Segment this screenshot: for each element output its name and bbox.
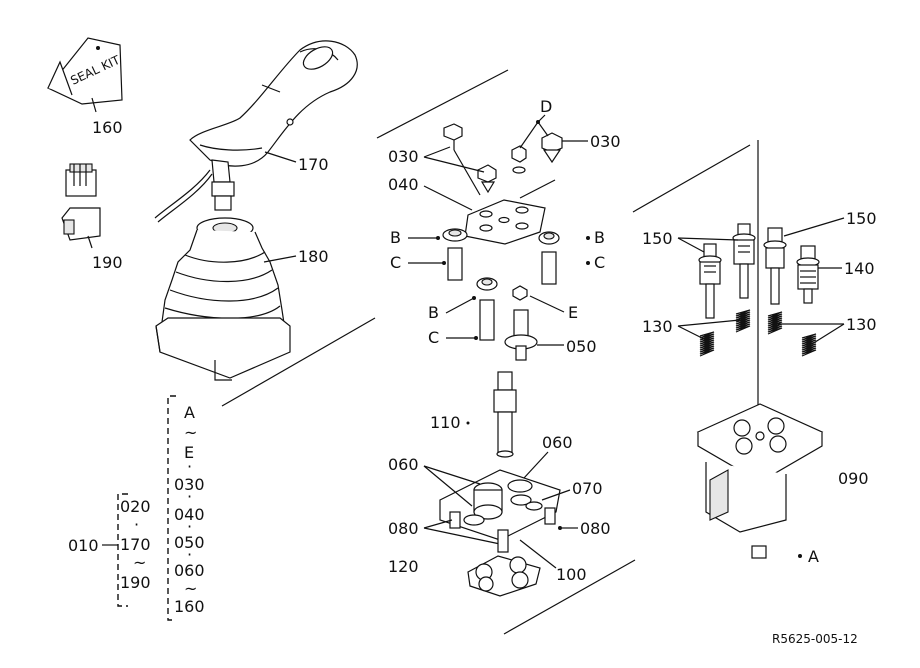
switch-part-190 [61, 163, 101, 241]
outer-item-5: 190 [120, 573, 151, 592]
push-rod-140 [796, 245, 820, 304]
label-050: 050 [566, 337, 597, 356]
nut-030-d [511, 145, 527, 174]
inner-item-7: 040 [174, 505, 205, 524]
label-110: 110 [430, 413, 461, 432]
label-130-right: 130 [846, 315, 877, 334]
label-c-1: C [390, 253, 401, 272]
push-rod-150-c [763, 227, 787, 305]
inner-item-6: · [187, 487, 192, 506]
label-060-right: 060 [542, 433, 573, 452]
outer-item-1: 020 [120, 497, 151, 516]
bracket-root-010: 010 [68, 536, 99, 555]
inner-item-10: · [187, 545, 192, 564]
screw-part-100 [497, 529, 509, 553]
inner-item-8: · [187, 517, 192, 536]
inner-item-11: 060 [174, 561, 205, 580]
label-b-3: B [428, 303, 439, 322]
label-140: 140 [844, 259, 875, 278]
label-e: E [568, 303, 578, 322]
outer-item-4: ~ [133, 553, 146, 572]
nut-e [512, 285, 528, 301]
seal-kit-part: SEAL KIT [47, 37, 123, 105]
bolt-030-center [477, 164, 497, 194]
label-060-left: 060 [388, 455, 419, 474]
label-080-left: 080 [388, 519, 419, 538]
plunger-part-050 [504, 309, 538, 361]
label-170: 170 [298, 155, 329, 174]
label-090: 090 [838, 469, 869, 488]
label-030-right: 030 [590, 132, 621, 151]
bolt-030-left [443, 123, 463, 150]
push-rod-150-b [732, 223, 756, 299]
pin-bc-lower [476, 277, 498, 341]
label-c-3: C [428, 328, 439, 347]
label-a: A [808, 547, 819, 566]
rubber-boot-part-180 [155, 217, 291, 381]
label-100: 100 [556, 565, 587, 584]
label-c-2: C [594, 253, 605, 272]
label-150-left: 150 [642, 229, 673, 248]
inner-item-5: 030 [174, 475, 205, 494]
plate-part-040 [464, 199, 546, 245]
label-180: 180 [298, 247, 329, 266]
inner-item-9: 050 [174, 533, 205, 552]
push-rod-150-a [698, 243, 722, 319]
label-b-1: B [390, 228, 401, 247]
outer-item-3: 170 [120, 535, 151, 554]
inner-item-13: 160 [174, 597, 205, 616]
figure-id: R5625-005-12 [772, 632, 858, 646]
shaft-part-110 [493, 371, 517, 458]
label-030-left: 030 [388, 147, 419, 166]
inner-item-3: E [184, 443, 194, 462]
seal-plate-part-120 [467, 555, 541, 597]
housing-part-090 [696, 403, 824, 559]
label-d: D [540, 97, 552, 116]
inner-item-1: A [184, 403, 195, 422]
outer-bracket [117, 493, 128, 607]
inner-item-4: · [187, 457, 192, 476]
label-b-2: B [594, 228, 605, 247]
label-080-right: 080 [580, 519, 611, 538]
base-block-part-060-070 [439, 469, 561, 541]
label-040: 040 [388, 175, 419, 194]
label-070: 070 [572, 479, 603, 498]
inner-bracket [167, 395, 176, 621]
inner-item-2: ~ [184, 423, 197, 442]
divider-line [632, 144, 751, 213]
label-120: 120 [388, 557, 419, 576]
divider-line [376, 69, 509, 139]
bolt-030-right [541, 132, 563, 164]
label-130-left: 130 [642, 317, 673, 336]
label-150-right: 150 [846, 209, 877, 228]
divider-line [503, 559, 636, 635]
label-190: 190 [92, 253, 123, 272]
pin-bc-left [442, 228, 468, 281]
divider-line [221, 317, 376, 407]
outer-item-2: · [134, 515, 139, 534]
inner-item-12: ~ [184, 579, 197, 598]
lever-grip-part-170 [154, 40, 358, 223]
pin-bc-right [538, 231, 560, 285]
label-160: 160 [92, 118, 123, 137]
